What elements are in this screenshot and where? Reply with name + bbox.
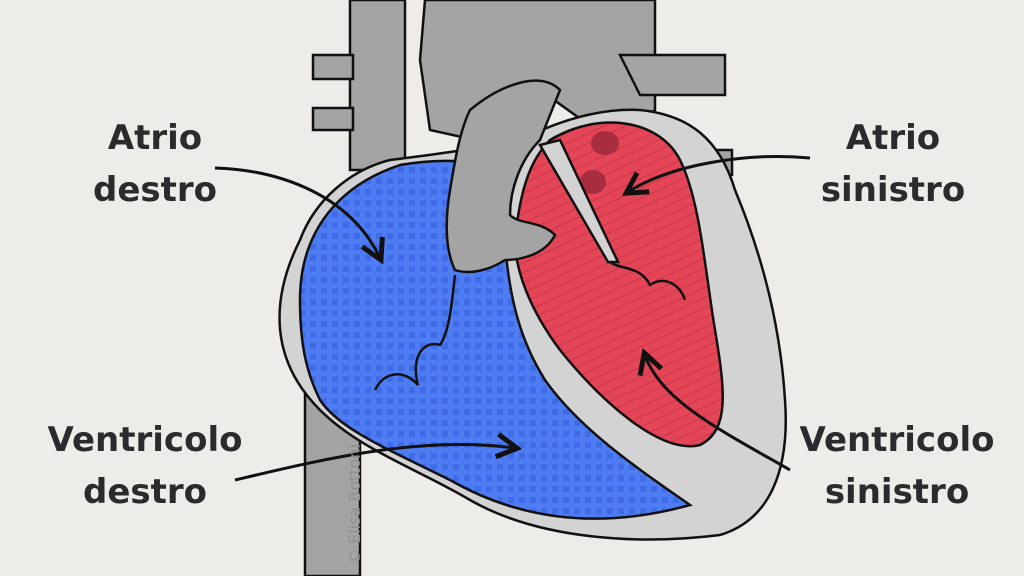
label-right-ventricle-line2: destro	[82, 472, 207, 512]
label-right-atrium-line2: destro	[92, 170, 217, 210]
author-credit: © Elisa Bottoni	[345, 444, 364, 565]
arrow-right-atrium	[214, 166, 380, 258]
arrow-right-ventricle	[234, 444, 515, 482]
label-right-ventricle: Ventricolo destro	[20, 414, 270, 518]
pulmonary-vein-opening-top	[591, 131, 619, 155]
label-left-atrium-line1: Atrio	[845, 118, 941, 158]
label-right-atrium: Atrio destro	[70, 112, 240, 216]
right-heart-chambers	[298, 159, 693, 520]
label-right-atrium-line1: Atrio	[107, 118, 203, 158]
arrow-left-atrium	[628, 155, 811, 192]
label-left-atrium: Atrio sinistro	[808, 112, 978, 216]
label-left-ventricle: Ventricolo sinistro	[772, 414, 1022, 518]
label-left-atrium-line2: sinistro	[820, 170, 966, 210]
pulmonary-vein-opening-bottom	[580, 170, 606, 194]
arrow-left-ventricle	[645, 355, 791, 472]
label-right-ventricle-line1: Ventricolo	[47, 420, 243, 460]
mitral-valve	[609, 260, 687, 301]
right-vessel-stub-top	[617, 53, 727, 97]
left-vessel-stub-top	[311, 53, 355, 81]
superior-vena-cava	[348, 0, 407, 172]
tricuspid-valve	[373, 274, 457, 391]
label-left-ventricle-line2: sinistro	[824, 472, 970, 512]
pulmonary-trunk	[445, 79, 562, 274]
left-vessel-stub-bottom	[311, 106, 355, 132]
atrial-septum	[538, 138, 620, 264]
label-left-ventricle-line1: Ventricolo	[799, 420, 995, 460]
